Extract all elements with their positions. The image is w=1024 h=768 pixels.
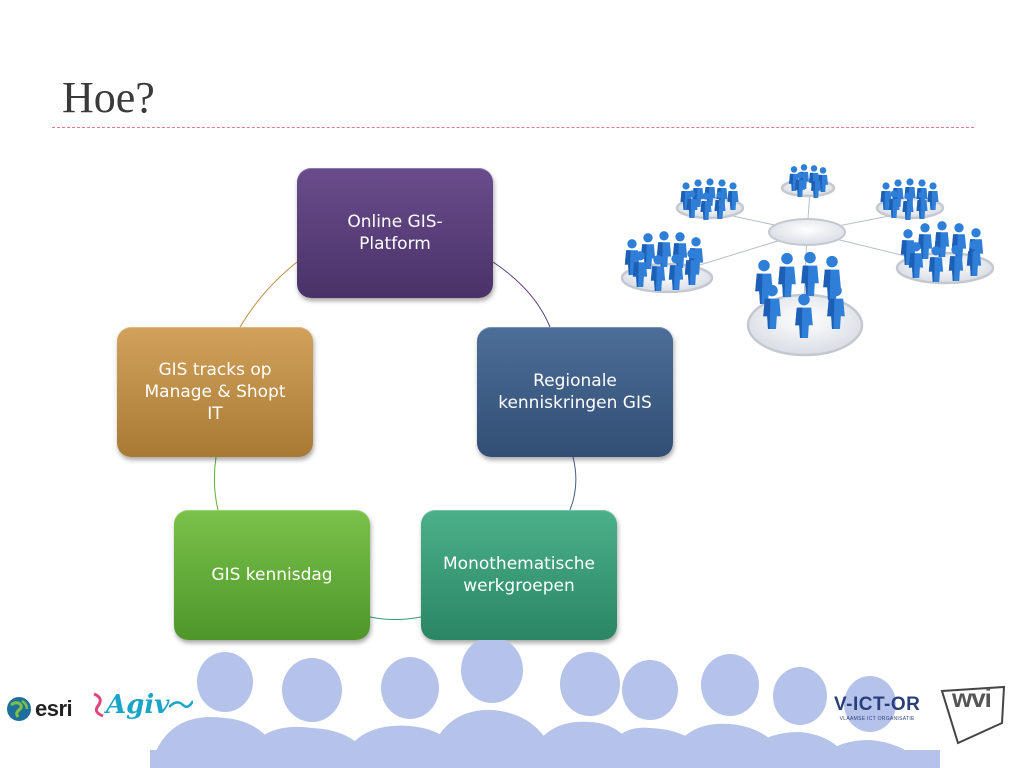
connector-dag-tracks [213,456,219,511]
cycle-node-regionale-kenniskringen: Regionale kenniskringen GIS [477,327,673,457]
wvi-logo-text: wvi [952,683,992,713]
cycle-node-online-gis-platform: Online GIS- Platform [297,168,493,298]
victor-logo-text: V-ICT-OR [834,694,921,715]
agiv-logo-text: Agiv [106,690,170,720]
victor-logo-subtitle: VLAAMSE ICT ORGANISATIE [839,716,915,722]
wvi-logo-mark [940,685,1006,745]
wvi-logo: wvi [938,683,1008,745]
title-divider [52,127,974,128]
agiv-logo: Agiv [92,690,194,720]
victor-logo: V-ICT-OR VLAAMSE ICT ORGANISATIE [834,694,920,722]
cycle-node-gis-tracks: GIS tracks op Manage & Shopt IT [117,327,313,457]
connector-regional-mono [569,456,577,511]
network-people-illustration [620,164,995,357]
crowd-silhouette [150,640,940,768]
cycle-node-gis-kennisdag: GIS kennisdag [174,510,370,640]
esri-globe-icon [7,697,31,721]
esri-logo-text: esri [35,696,73,721]
connector-mono-dag [369,616,422,620]
cycle-node-monothematische-werkgroepen: Monothematische werkgroepen [421,510,617,640]
esri-logo: esri [6,696,73,722]
agiv-swirl-icon [93,692,104,718]
connector-tracks-platform [239,261,298,328]
agiv-wave-icon [169,700,194,709]
page-title: Hoe? [62,73,155,122]
connector-platform-regional [492,261,551,328]
